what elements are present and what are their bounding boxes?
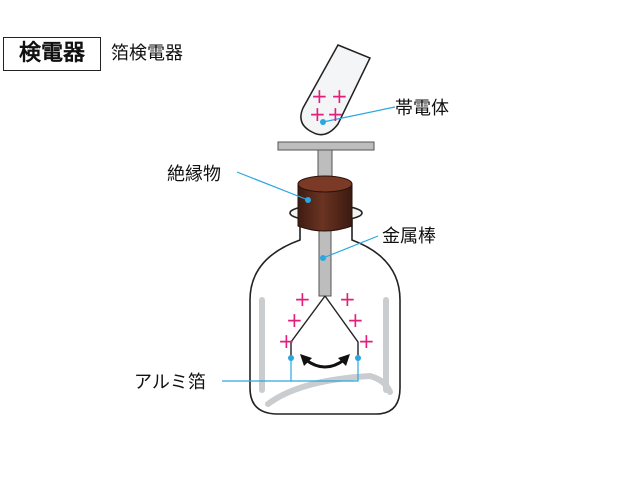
charge-plus: +: [311, 84, 328, 108]
leader-lines: [222, 106, 396, 382]
charge-plus: +: [339, 287, 356, 311]
charge-plus: +: [286, 308, 303, 332]
swing-arrow: [300, 354, 350, 369]
charged-rod: [300, 44, 372, 136]
charges: + + + + + + + + + +: [278, 84, 375, 353]
charge-plus: +: [331, 84, 348, 108]
label-charged-body: 帯電体: [395, 98, 449, 119]
charge-plus: +: [327, 102, 344, 126]
charge-plus: +: [294, 287, 311, 311]
charge-plus: +: [347, 308, 364, 332]
charge-plus: +: [309, 102, 326, 126]
subtitle: 箔検電器: [111, 43, 183, 64]
charge-plus: +: [358, 329, 375, 353]
labels: 帯電体 絶縁物 金属棒 アルミ箔: [134, 98, 449, 393]
metal-rod: [277, 141, 375, 297]
aluminum-foil-leaves: [290, 295, 359, 358]
label-metal-rod: 金属棒: [382, 226, 436, 247]
title-box: 検電器: [3, 37, 101, 71]
label-aluminum-foil: アルミ箔: [134, 372, 206, 393]
insulator-stopper: [297, 175, 353, 232]
charge-plus: +: [278, 329, 295, 353]
label-insulator: 絶縁物: [167, 164, 221, 185]
